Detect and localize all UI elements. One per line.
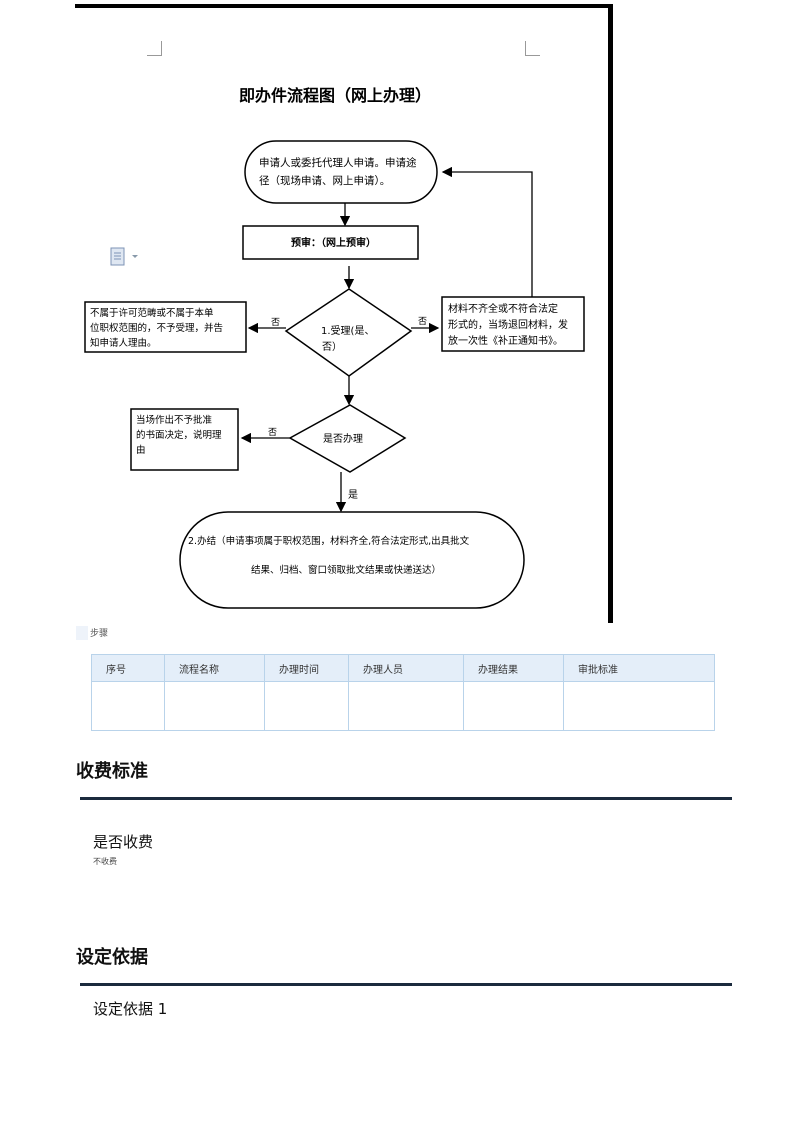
flow-node-reject-text-2: 位职权范围的，不予受理，并告 <box>90 322 223 334</box>
flow-node-apply-text-1: 申请人或委托代理人申请。申请途 <box>259 156 417 169</box>
basis-item-label: 设定依据 1 <box>93 1000 168 1018</box>
table-cell <box>348 681 464 731</box>
steps-table: 序号 流程名称 办理时间 办理人员 办理结果 审批标准 <box>91 654 715 731</box>
flowchart-figure: 即办件流程图（网上办理） 申请人或委托代理人申请。申请途 径（现场申请、网上申请… <box>75 4 613 623</box>
flow-node-deny-text-1: 当场作出不予批准 <box>136 414 213 426</box>
flow-node-handle-text: 是否办理 <box>323 432 363 445</box>
flow-label-yes: 是 <box>348 489 358 501</box>
flow-label-no-handle: 否 <box>268 427 277 438</box>
steps-table-header-row: 序号 流程名称 办理时间 办理人员 办理结果 审批标准 <box>91 654 715 682</box>
flow-node-final-text-1: 2.办结（申请事项属于职权范围，材料齐全,符合法定形式,出具批文 <box>188 535 470 547</box>
steps-col-index: 序号 <box>91 654 165 682</box>
flow-node-apply <box>244 140 438 204</box>
flowchart-svg: 即办件流程图（网上办理） 申请人或委托代理人申请。申请途 径（现场申请、网上申请… <box>84 86 585 609</box>
steps-col-standard: 审批标准 <box>563 654 715 682</box>
flow-node-accept-text-2: 否） <box>322 341 342 353</box>
crop-mark-top-left <box>147 41 162 56</box>
basis-divider <box>80 983 732 986</box>
flow-node-reject <box>84 301 247 353</box>
table-cell <box>164 681 265 731</box>
table-cell <box>463 681 564 731</box>
steps-col-time: 办理时间 <box>264 654 349 682</box>
flow-node-handle <box>288 404 407 473</box>
flow-node-final-text-2: 结果、归档、窗口领取批文结果或快递送达） <box>251 564 441 576</box>
table-cell <box>264 681 349 731</box>
flow-label-no-left: 否 <box>271 317 280 328</box>
flow-label-no-right: 否 <box>418 316 427 327</box>
flow-node-material-text-3: 放一次性《补正通知书》。 <box>448 334 563 347</box>
steps-col-result: 办理结果 <box>463 654 564 682</box>
steps-col-person: 办理人员 <box>348 654 464 682</box>
flow-node-accept-text-1: 1.受理(是、 <box>321 325 374 337</box>
flow-node-reject-text-3: 知申请人理由。 <box>90 337 157 349</box>
flowchart-title: 即办件流程图（网上办理） <box>239 86 431 105</box>
crop-mark-top-right <box>525 41 540 56</box>
flow-node-apply-text-2: 径（现场申请、网上申请）。 <box>259 174 390 187</box>
charge-label: 是否收费 <box>93 833 154 851</box>
document-dropdown-icon[interactable] <box>108 246 148 272</box>
fees-section-title: 收费标准 <box>76 761 148 782</box>
flow-node-material-text-2: 形式的，当场退回材料，发 <box>448 318 568 331</box>
basis-section-title: 设定依据 <box>76 947 148 968</box>
flow-node-pre <box>242 225 419 260</box>
flow-node-reject-text-1: 不属于许可范畴或不属于本单 <box>90 307 214 319</box>
table-cell <box>563 681 715 731</box>
flow-node-deny-text-2: 的书面决定，说明理 <box>136 429 222 441</box>
table-cell <box>91 681 165 731</box>
flow-arrow-material-apply <box>441 166 533 297</box>
steps-label: 步骤 <box>76 626 109 640</box>
flow-node-material-text-1: 材料不齐全或不符合法定 <box>448 302 558 315</box>
flow-node-final <box>179 511 525 609</box>
fees-divider <box>80 797 732 800</box>
flow-node-deny <box>130 408 239 471</box>
flow-node-material <box>441 296 585 352</box>
flow-node-pre-text: 预审：（网上预审） <box>291 236 376 249</box>
charge-value: 不收费 <box>93 857 117 866</box>
table-row <box>91 681 715 731</box>
flow-node-deny-text-3: 由 <box>136 444 146 456</box>
steps-col-name: 流程名称 <box>164 654 265 682</box>
